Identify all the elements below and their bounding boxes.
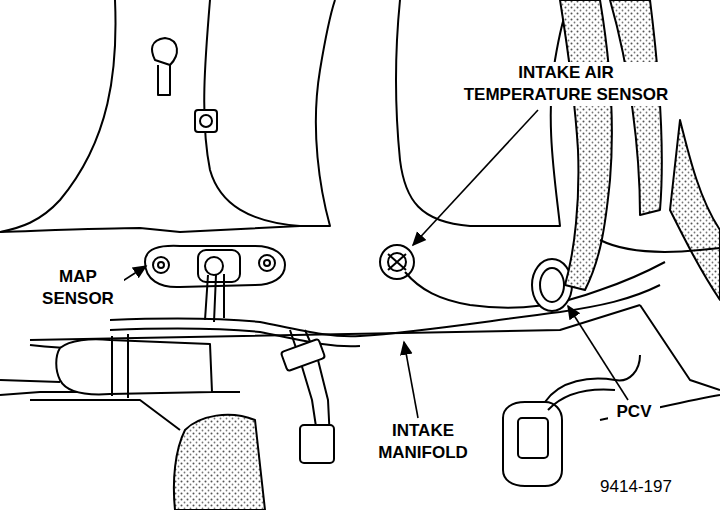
figure-number: 9414-197	[584, 476, 688, 498]
part-label: PCV	[608, 401, 660, 423]
part-label: INTAKE MANIFOLD	[366, 420, 480, 464]
part-label: INTAKE AIR TEMPERATURE SENSOR	[456, 62, 676, 106]
part-label: MAP SENSOR	[32, 266, 124, 310]
